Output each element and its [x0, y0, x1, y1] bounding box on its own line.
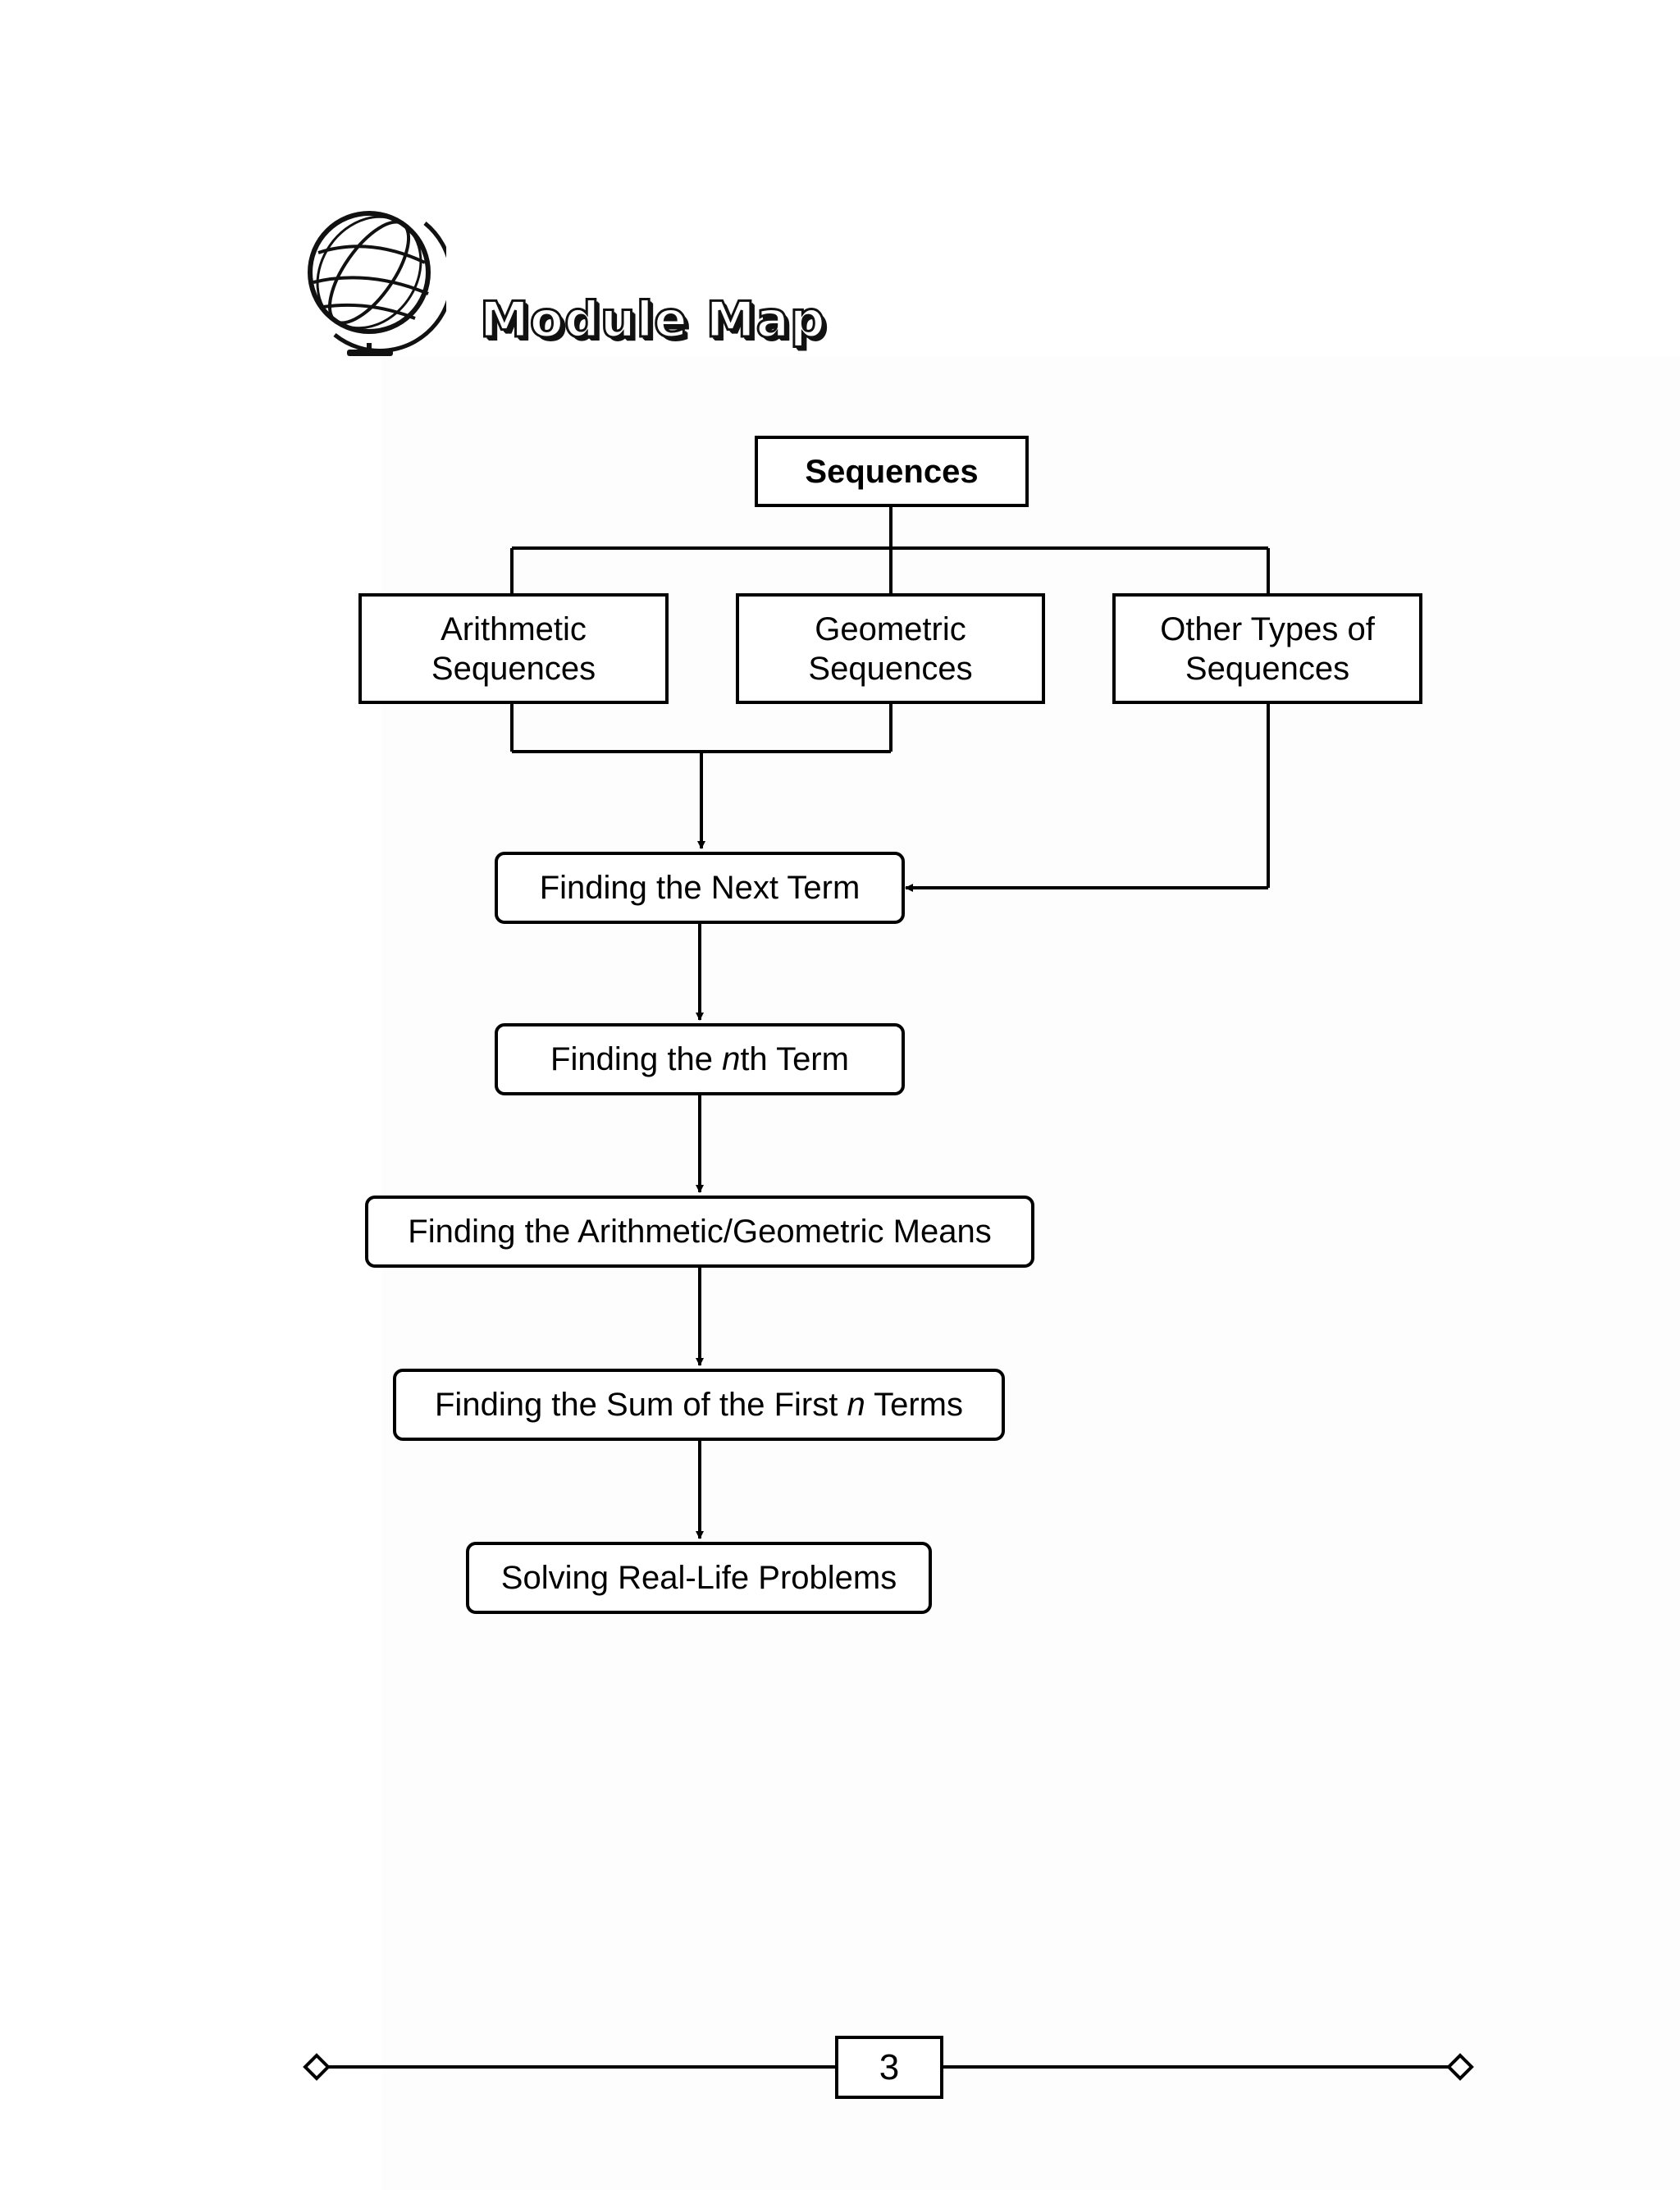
finding-next-term-box: Finding the Next Term [495, 852, 905, 924]
solving-real-life-box: Solving Real-Life Problems [466, 1542, 932, 1614]
finding-nth-term-box: Finding the nth Term [495, 1023, 905, 1095]
globe-icon [308, 211, 446, 356]
finding-next-term-label: Finding the Next Term [539, 870, 861, 906]
page-title: Module Map [479, 291, 827, 349]
finding-nth-term-label: Finding the nth Term [550, 1040, 849, 1079]
sequences-root-label: Sequences [805, 453, 979, 490]
other-line2: Sequences [1185, 650, 1350, 687]
footer-diamond-left-icon [303, 2053, 331, 2081]
arithmetic-sequences-box: Arithmetic Sequences [358, 593, 669, 704]
geometric-line2: Sequences [808, 650, 973, 687]
sum-variable: n [847, 1387, 865, 1423]
nth-prefix: Finding the [550, 1041, 723, 1077]
finding-means-box: Finding the Arithmetic/Geometric Means [365, 1196, 1034, 1268]
geometric-sequences-box: Geometric Sequences [736, 593, 1045, 704]
nth-variable: n [722, 1041, 741, 1077]
other-sequences-box: Other Types of Sequences [1112, 593, 1422, 704]
finding-sum-box: Finding the Sum of the First n Terms [393, 1369, 1005, 1441]
geometric-line1: Geometric [815, 610, 966, 647]
sequences-root-box: Sequences [755, 436, 1029, 507]
page-number: 3 [835, 2036, 943, 2099]
arithmetic-line2: Sequences [431, 650, 596, 687]
nth-suffix: th Term [740, 1041, 849, 1077]
other-line1: Other Types of [1160, 610, 1375, 647]
sum-prefix: Finding the Sum of the First [435, 1387, 847, 1423]
finding-means-label: Finding the Arithmetic/Geometric Means [408, 1214, 992, 1250]
footer-diamond-right-icon [1446, 2053, 1474, 2081]
solving-real-life-label: Solving Real-Life Problems [500, 1560, 897, 1596]
sum-suffix: Terms [865, 1387, 963, 1423]
finding-sum-label: Finding the Sum of the First n Terms [435, 1385, 963, 1424]
arithmetic-line1: Arithmetic [441, 610, 587, 647]
